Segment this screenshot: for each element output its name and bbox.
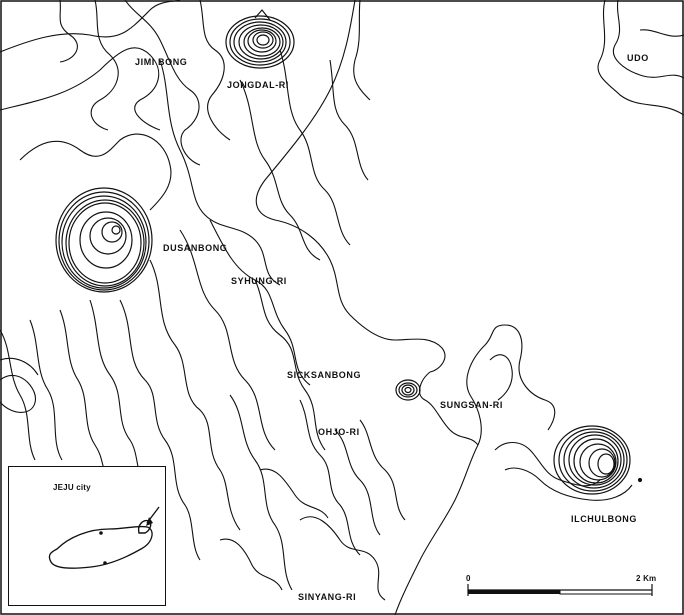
contour-line [259, 468, 329, 519]
udo-coast [612, 0, 684, 79]
contour-line [0, 374, 36, 413]
contour-line [229, 394, 293, 591]
label-sicksanbong: SICKSANBONG [287, 370, 362, 380]
label-jongdal-ri: JONGDAL-RI [227, 80, 289, 90]
contour-line [0, 47, 161, 131]
label-dusanbong: DUSANBONG [163, 243, 228, 253]
contour-line [119, 299, 201, 561]
contour-line [149, 259, 241, 531]
contour-line [0, 329, 36, 461]
contour-line [124, 0, 201, 166]
jimi-bong-cone [225, 9, 295, 69]
udo-coast [639, 29, 684, 37]
jeju-city-dot [99, 531, 103, 535]
contour-line [19, 133, 172, 211]
label-jeju-city: JEJU city [53, 483, 91, 492]
inset-map: JEJU city [8, 466, 166, 606]
dusanbong-cone [55, 187, 153, 293]
contour-line [0, 357, 39, 376]
scale-start-label: 0 [466, 574, 471, 583]
contour-line [219, 538, 283, 591]
contour-line [279, 49, 351, 246]
contour-line [179, 229, 276, 451]
arrow-head [146, 517, 153, 526]
contour-line [90, 0, 119, 131]
scale-end-label: 2 Km [636, 574, 657, 583]
coastline [466, 324, 556, 446]
label-ilchulbong: ILCHULBONG [571, 514, 637, 524]
contour-line [29, 319, 63, 461]
contour-line [359, 419, 406, 521]
label-ohjo-ri: OHJO-RI [318, 427, 360, 437]
contour-line [59, 0, 78, 63]
sicksanbong-cone [395, 379, 421, 401]
contour-line [334, 429, 381, 536]
contour-line [159, 59, 281, 286]
scale-bar [467, 584, 653, 596]
contour-line [209, 219, 311, 386]
label-sungsan-ri: SUNGSAN-RI [440, 400, 504, 410]
contour-line [353, 0, 371, 101]
inset-island-svg [48, 506, 160, 569]
coastline [489, 354, 513, 401]
label-udo: UDO [627, 53, 649, 63]
contour-line [254, 279, 326, 451]
label-jimi-bong: JIMI BONG [135, 57, 188, 67]
coastline [255, 0, 446, 373]
location-dot [103, 561, 107, 565]
contour-line [299, 399, 361, 556]
contour-line [199, 0, 231, 141]
label-syhung-ri: SYHUNG-RI [231, 276, 287, 286]
coastline [504, 467, 633, 501]
contour-line [239, 79, 321, 261]
udo-coast [597, 0, 684, 116]
ilchulbong-cone [553, 425, 643, 495]
coastline [394, 444, 479, 615]
jeju-island-outline [48, 525, 153, 569]
contour-line [299, 516, 386, 601]
contour-line [59, 309, 111, 476]
contour-line [0, 0, 181, 53]
label-sinyang-ri: SINYANG-RI [298, 592, 357, 602]
